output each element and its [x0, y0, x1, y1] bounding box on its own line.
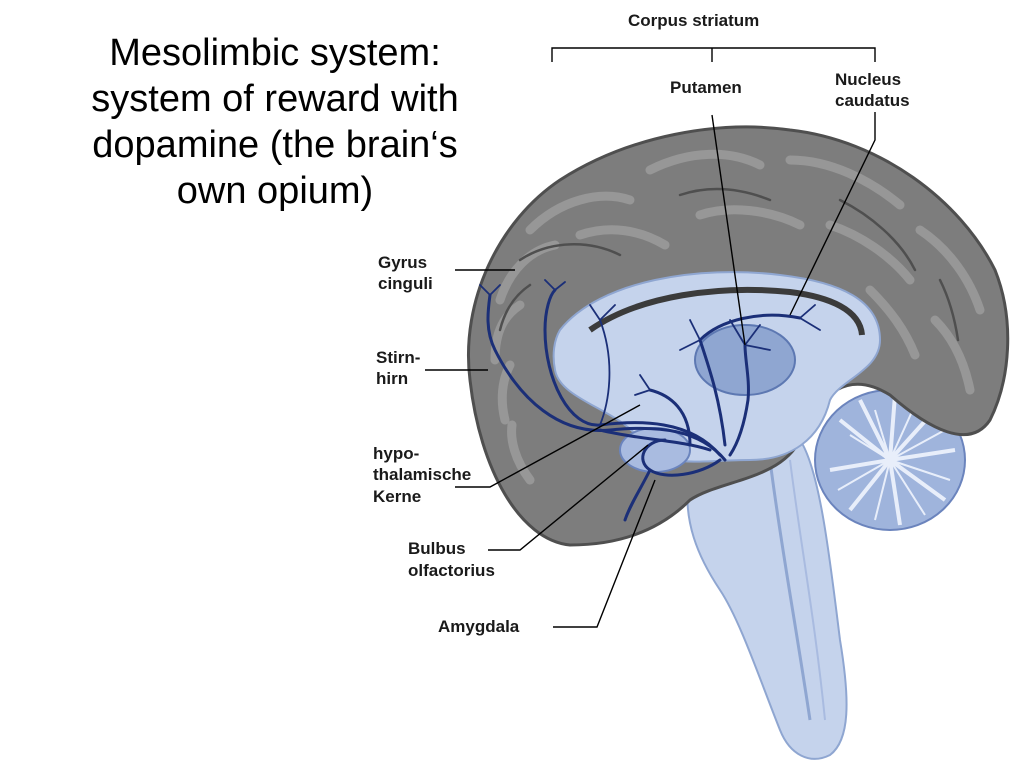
leader-lines: [425, 112, 876, 628]
leader-bulbus: [488, 444, 649, 551]
leader-nucleus-caudatus: [789, 112, 876, 316]
label-hypothalamische-kerne: thalamische: [373, 465, 471, 484]
label-bulbus-olfactorius: olfactorius: [408, 561, 495, 580]
label-hypothalamische-kerne: hypo-: [373, 444, 419, 463]
title-line: own opium): [176, 170, 374, 212]
leader-putamen: [711, 114, 746, 346]
label-gyrus-cinguli: Gyrus: [378, 253, 427, 272]
label-nucleus-caudatus: Nucleus: [835, 70, 901, 89]
dopamine-pathway: [479, 279, 821, 522]
leader-amygdala: [553, 479, 656, 628]
label-bulbus-olfactorius: Bulbus: [408, 539, 466, 558]
label-amygdala: Amygdala: [438, 617, 520, 636]
cerebellum: [814, 389, 966, 531]
title-line: system of reward with: [91, 78, 459, 120]
corpus-striatum-bracket: [551, 47, 876, 62]
label-stirnhirn: hirn: [376, 369, 408, 388]
diagram-labels: Corpus striatum Putamen Nucleus caudatus…: [373, 11, 910, 636]
cerebrum: [467, 125, 1010, 547]
label-stirnhirn: Stirn-: [376, 348, 420, 367]
label-corpus-striatum: Corpus striatum: [628, 11, 759, 30]
title-line: Mesolimbic system:: [109, 32, 441, 74]
label-putamen: Putamen: [670, 78, 742, 97]
title-line: dopamine (the brain‘s: [92, 124, 458, 166]
leader-hypothalamische: [455, 404, 641, 488]
label-gyrus-cinguli: cinguli: [378, 274, 433, 293]
label-hypothalamische-kerne: Kerne: [373, 487, 421, 506]
slide-title: Mesolimbic system: system of reward with…: [40, 30, 510, 214]
label-nucleus-caudatus: caudatus: [835, 91, 910, 110]
